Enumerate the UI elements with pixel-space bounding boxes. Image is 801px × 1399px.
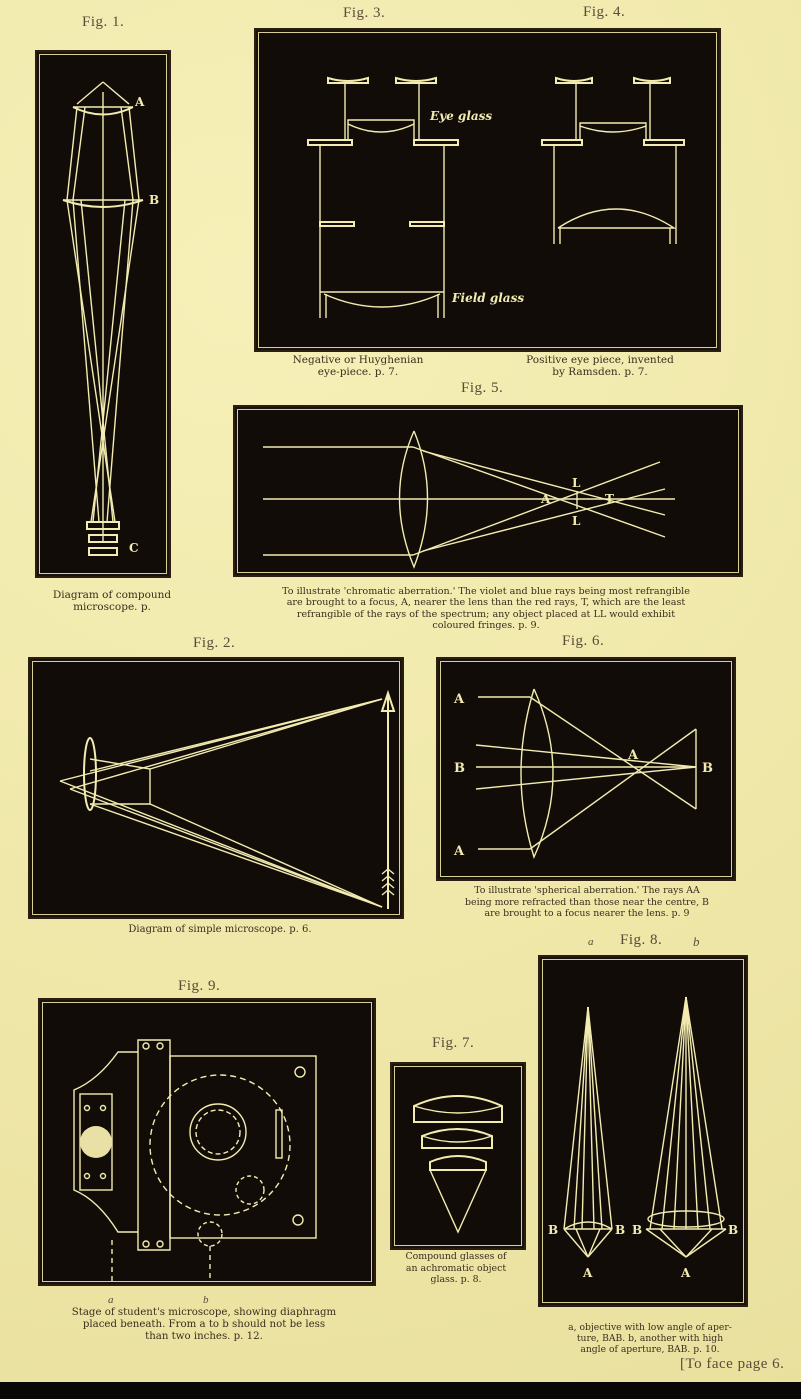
fig9-label-b: b — [203, 1294, 209, 1306]
fig6-marker-a-focus: A — [627, 748, 639, 763]
fig9-label-a: a — [108, 1294, 114, 1306]
fig6-caption-line: being more refracted than those near the… — [465, 896, 709, 908]
simple-microscope-rays — [59, 689, 396, 909]
fig8-marker-b4: B — [728, 1223, 738, 1237]
stage-diagram — [73, 1039, 317, 1282]
field-glass-label: Field glass — [451, 291, 524, 305]
fig1-marker-c: C — [129, 541, 139, 555]
aperture-angle-cones: B B B B A A — [548, 996, 738, 1280]
fig3-fig4-eyepiece-diagram: Eye glass Field glass — [254, 28, 721, 352]
fig5-caption-line: refrangible of the rays of the spectrum;… — [296, 608, 676, 620]
fig6-label: Fig. 6. — [562, 633, 605, 649]
fig6-marker-b-right: B — [702, 761, 713, 776]
fig8-marker-a1: A — [582, 1266, 593, 1280]
fig4-caption: Positive eye piece, invented by Ramsden.… — [500, 354, 700, 378]
fig8-label: Fig. 8. — [620, 932, 663, 948]
fig7-caption-line: an achromatic object — [405, 1262, 507, 1274]
chromatic-aberration-rays: A L L T — [263, 430, 675, 569]
fig8-marker-b1: B — [548, 1223, 558, 1237]
fig8-aperture-angle-diagram: B B B B A A — [538, 955, 748, 1307]
fig5-caption: To illustrate 'chromatic aberration.' Th… — [216, 586, 756, 632]
fig7-caption-line: Compound glasses of — [405, 1251, 507, 1262]
fig9-caption-line: placed beneath. From a to b should not b… — [82, 1319, 326, 1330]
fig8-marker-a2: A — [680, 1266, 691, 1280]
fig9-microscope-stage-diagram — [38, 998, 376, 1286]
fig5-caption-line: coloured fringes. p. 9. — [432, 620, 540, 632]
fig3-caption-line: Negative or Huyghenian — [292, 354, 424, 366]
fig4-caption-line: by Ramsden. p. 7. — [552, 366, 648, 378]
fig8-marker-b3: B — [632, 1223, 642, 1237]
fig1-marker-b: B — [149, 193, 159, 207]
fig7-caption: Compound glasses of an achromatic object… — [376, 1251, 536, 1286]
fig5-marker-l-bottom: L — [572, 514, 581, 528]
fig5-label: Fig. 5. — [461, 380, 504, 396]
fig5-marker-a: A — [540, 492, 551, 506]
fig6-caption: To illustrate 'spherical aberration.' Th… — [412, 885, 762, 920]
eyepiece-diagrams: Eye glass Field glass — [307, 76, 685, 318]
fig5-chromatic-aberration-diagram: A L L T — [233, 405, 743, 577]
fig9-caption-line: Stage of student's microscope, showing d… — [71, 1307, 337, 1318]
high-aperture-cone — [645, 996, 727, 1258]
fig5-marker-t: T — [605, 492, 614, 506]
eye-glass-label: Eye glass — [429, 109, 492, 123]
fig8-marker-b2: B — [615, 1223, 625, 1237]
fig9-caption: Stage of student's microscope, showing d… — [34, 1307, 374, 1343]
fig5-caption-line: are brought to a focus, A, nearer the le… — [286, 597, 686, 609]
fig8-caption-line: a, objective with low angle of aper- — [568, 1322, 732, 1333]
fig6-caption-line: To illustrate 'spherical aberration.' Th… — [474, 885, 700, 896]
fig6-marker-b-left: B — [454, 761, 465, 776]
fig8-caption: a, objective with low angle of aper- tur… — [520, 1322, 780, 1355]
fig6-spherical-aberration-diagram: A B A A B — [436, 657, 736, 881]
fig7-label: Fig. 7. — [432, 1035, 475, 1051]
fig1-caption-line: microscope. p. — [73, 601, 151, 613]
fig4-caption-line: Positive eye piece, invented — [526, 354, 674, 366]
page-edge-shadow — [0, 1382, 801, 1399]
fig7-caption-line: glass. p. 8. — [430, 1274, 482, 1285]
fig8-caption-line: angle of aperture, BAB. p. 10. — [580, 1344, 720, 1355]
fig9-caption-line: than two inches. p. 12. — [145, 1331, 263, 1342]
fig1-label: Fig. 1. — [82, 14, 125, 30]
fig3-caption: Negative or Huyghenian eye-piece. p. 7. — [268, 354, 448, 378]
fig4-label: Fig. 4. — [583, 4, 626, 20]
fig1-marker-a: A — [134, 95, 145, 109]
face-page-note: [To face page 6. — [680, 1356, 785, 1372]
fig5-marker-l-top: L — [572, 476, 581, 490]
fig6-caption-line: are brought to a focus nearer the lens. … — [484, 908, 690, 919]
fig1-caption-line: Diagram of compound — [52, 589, 172, 601]
fig2-label: Fig. 2. — [193, 635, 236, 651]
fig2-simple-microscope-diagram — [28, 657, 404, 919]
fig3-caption-line: eye-piece. p. 7. — [317, 366, 399, 378]
fig2-caption: Diagram of simple microscope. p. 6. — [128, 924, 312, 935]
achromatic-lens-stack — [413, 1095, 503, 1234]
fig8-label-b: b — [693, 934, 700, 949]
fig8-caption-line: ture, BAB. b, another with high — [576, 1333, 724, 1344]
fig8-label-a: a — [588, 936, 594, 948]
fig5-caption-line: To illustrate 'chromatic aberration.' Th… — [282, 586, 690, 597]
fig6-marker-a-top: A — [453, 692, 465, 707]
low-aperture-cone — [563, 1006, 613, 1258]
fig1-compound-microscope-diagram: A B C — [35, 50, 171, 578]
fig1-caption: Diagram of compound microscope. p. — [22, 589, 202, 613]
fig7-achromatic-glasses-diagram — [390, 1062, 526, 1250]
fig9-label: Fig. 9. — [178, 978, 221, 994]
fig1-ray-diagram: A B C — [62, 81, 159, 556]
fig6-marker-a-bottom: A — [453, 844, 465, 859]
spherical-aberration-rays: A B A A B — [453, 688, 713, 859]
fig3-label: Fig. 3. — [343, 5, 386, 21]
